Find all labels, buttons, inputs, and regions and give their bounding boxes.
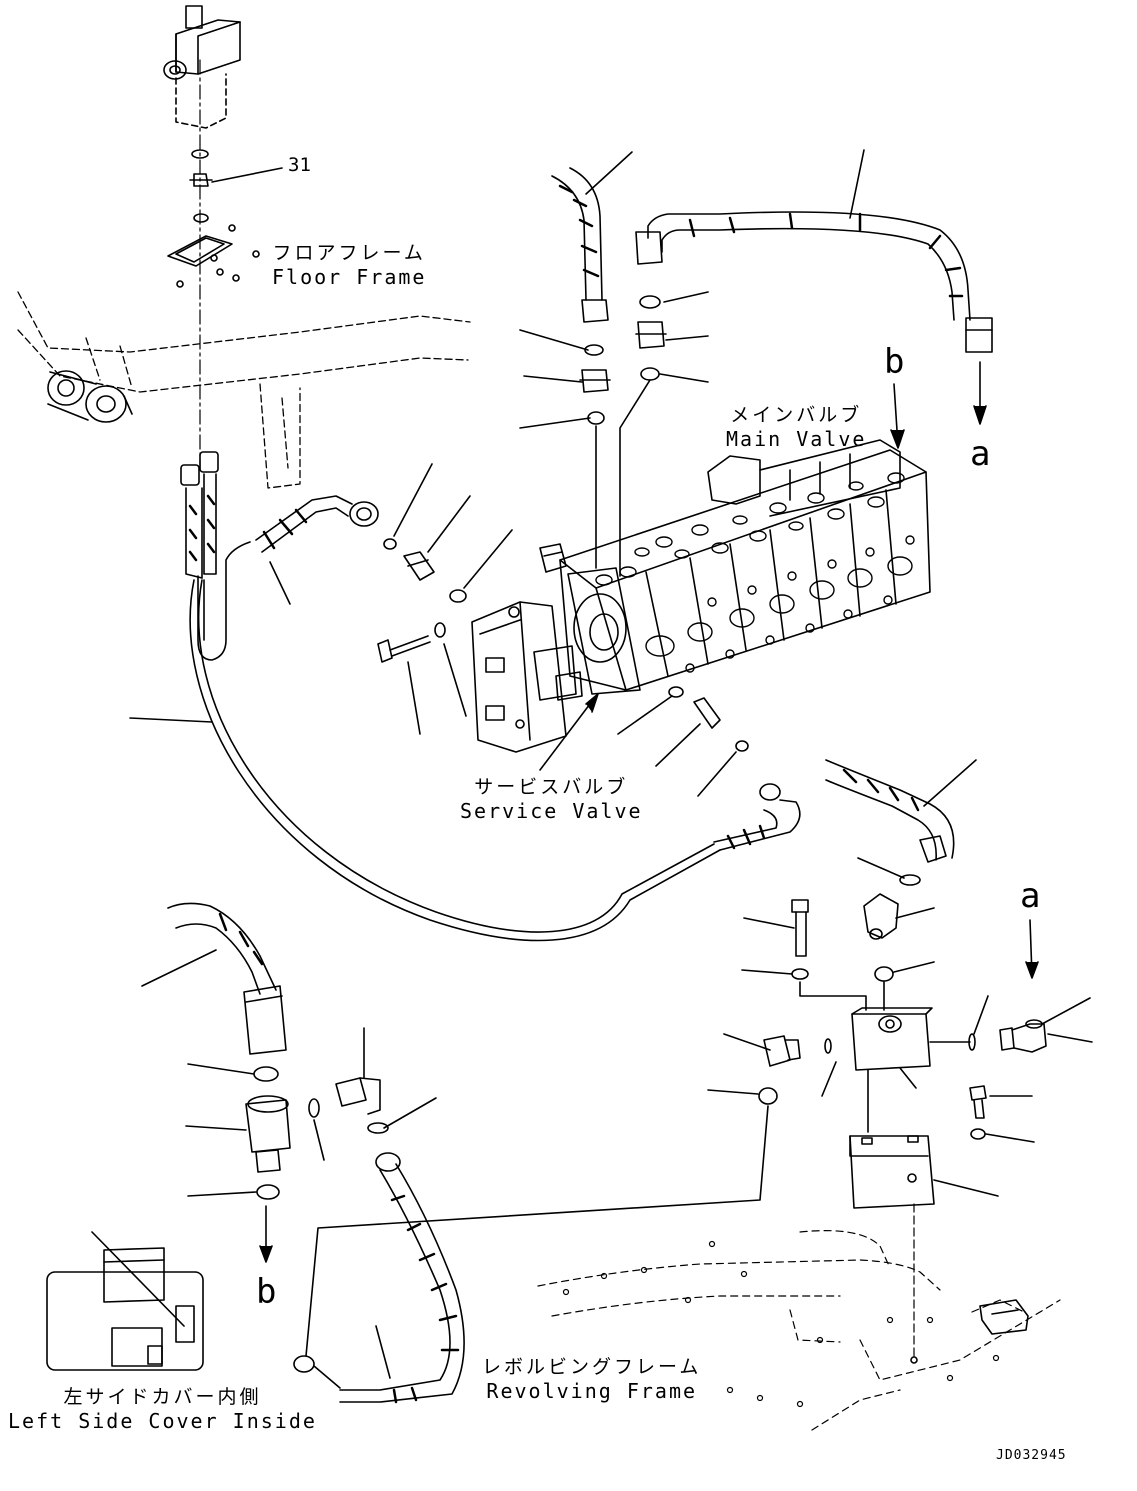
leader-bl-2 [186, 1126, 246, 1130]
service-valve-label-en: Service Valve [460, 799, 643, 823]
revolving-frame-label: レボルビングフレーム Revolving Frame [482, 1356, 701, 1403]
revolving-frame-dots [564, 1242, 999, 1407]
arrow-b-main [891, 384, 904, 448]
bottom-left-hose [168, 903, 290, 1199]
leader-blh [376, 1326, 390, 1378]
leader-lm-3 [698, 752, 736, 796]
left-side-cover-label-jp: 左サイドカバー内側 [63, 1386, 262, 1408]
leader-lm-2 [656, 724, 700, 766]
revolving-frame-label-en: Revolving Frame [486, 1379, 698, 1403]
leader-bl-3 [188, 1192, 256, 1196]
revolving-frame-label-jp: レボルビングフレーム [482, 1356, 702, 1378]
part-number-31: 31 [288, 154, 311, 176]
top-center-hose [552, 168, 608, 322]
leader-tr-2 [666, 336, 708, 340]
leader-top-center-hose [586, 152, 632, 194]
arrow-to-a [974, 362, 986, 424]
left-side-cover-label: 左サイドカバー内側 Left Side Cover Inside [8, 1386, 317, 1433]
service-valve-label: サービスバルブ Service Valve [460, 776, 643, 823]
callout-b-top: b [884, 342, 905, 382]
leader-tc-3 [520, 418, 590, 428]
leader-lm-1 [618, 696, 672, 734]
bottom-long-hose [294, 1164, 464, 1402]
callout-a-right: a [1020, 876, 1041, 916]
leader-cf-1 [394, 464, 432, 536]
leader-cf-2 [428, 496, 470, 552]
floor-frame-label: フロアフレーム Floor Frame [272, 242, 426, 289]
bottom-center-fittings [309, 1078, 400, 1171]
leader-cr-hose [924, 760, 976, 806]
leader-bc-3 [384, 1098, 436, 1128]
leader-washer [444, 644, 466, 716]
leader-bl-hose [142, 950, 216, 986]
leader-top-right-hose [850, 150, 864, 218]
top-switch-assembly [164, 6, 240, 470]
left-side-cover-inset [47, 1232, 203, 1370]
floor-frame-label-jp: フロアフレーム [272, 242, 426, 264]
main-valve-label: メインバルブ Main Valve [726, 404, 866, 451]
floor-frame-label-en: Floor Frame [272, 265, 427, 289]
arrow-a-right [1026, 920, 1038, 978]
hose-upper-left [256, 496, 378, 552]
callout-a-top: a [970, 434, 991, 474]
center-right-hose [826, 760, 954, 862]
leader-tr-3 [660, 374, 708, 382]
main-valve-label-en: Main Valve [726, 427, 867, 451]
right-leaders [708, 858, 1092, 1196]
leader-31 [212, 168, 282, 182]
center-fittings [384, 539, 466, 602]
main-valve-label-jp: メインバルブ [730, 404, 863, 426]
top-right-hose [636, 212, 992, 352]
arrow-service-valve-head [586, 694, 598, 712]
revolving-frame-bracket [980, 1300, 1028, 1334]
leader-bc-1 [314, 1120, 324, 1160]
leader-hose-upper-left [270, 562, 290, 604]
top-center-fittings [580, 345, 610, 568]
left-side-cover-label-en: Left Side Cover Inside [8, 1409, 317, 1433]
arrow-service-valve [540, 696, 596, 770]
leader-tc-1 [520, 330, 588, 350]
service-valve-label-jp: サービスバルブ [474, 776, 629, 798]
floor-frame-plate [168, 225, 259, 287]
floor-frame-brackets [48, 371, 132, 422]
main-valve [540, 440, 930, 694]
service-bolt [378, 623, 445, 662]
leader-bl-1 [188, 1064, 254, 1074]
lower-main-fittings [669, 687, 748, 751]
leader-tr-1 [664, 292, 708, 302]
pilot-line [306, 1106, 768, 1356]
floor-frame-outline [18, 292, 470, 488]
arrow-b-bottom [260, 1206, 272, 1262]
drawing-code: JD032945 [996, 1448, 1067, 1463]
top-right-fittings [620, 296, 666, 576]
leader-cf-3 [464, 530, 512, 588]
short-hose-right [714, 784, 800, 850]
long-loop-hose [190, 580, 720, 940]
left-hose-pair [181, 452, 250, 660]
leader-tc-2 [524, 376, 582, 382]
leader-loop-hose [130, 718, 212, 722]
right-manifold-parts [759, 875, 1046, 1363]
leader-bolt [408, 662, 420, 734]
callout-b-bottom: b [256, 1272, 277, 1312]
